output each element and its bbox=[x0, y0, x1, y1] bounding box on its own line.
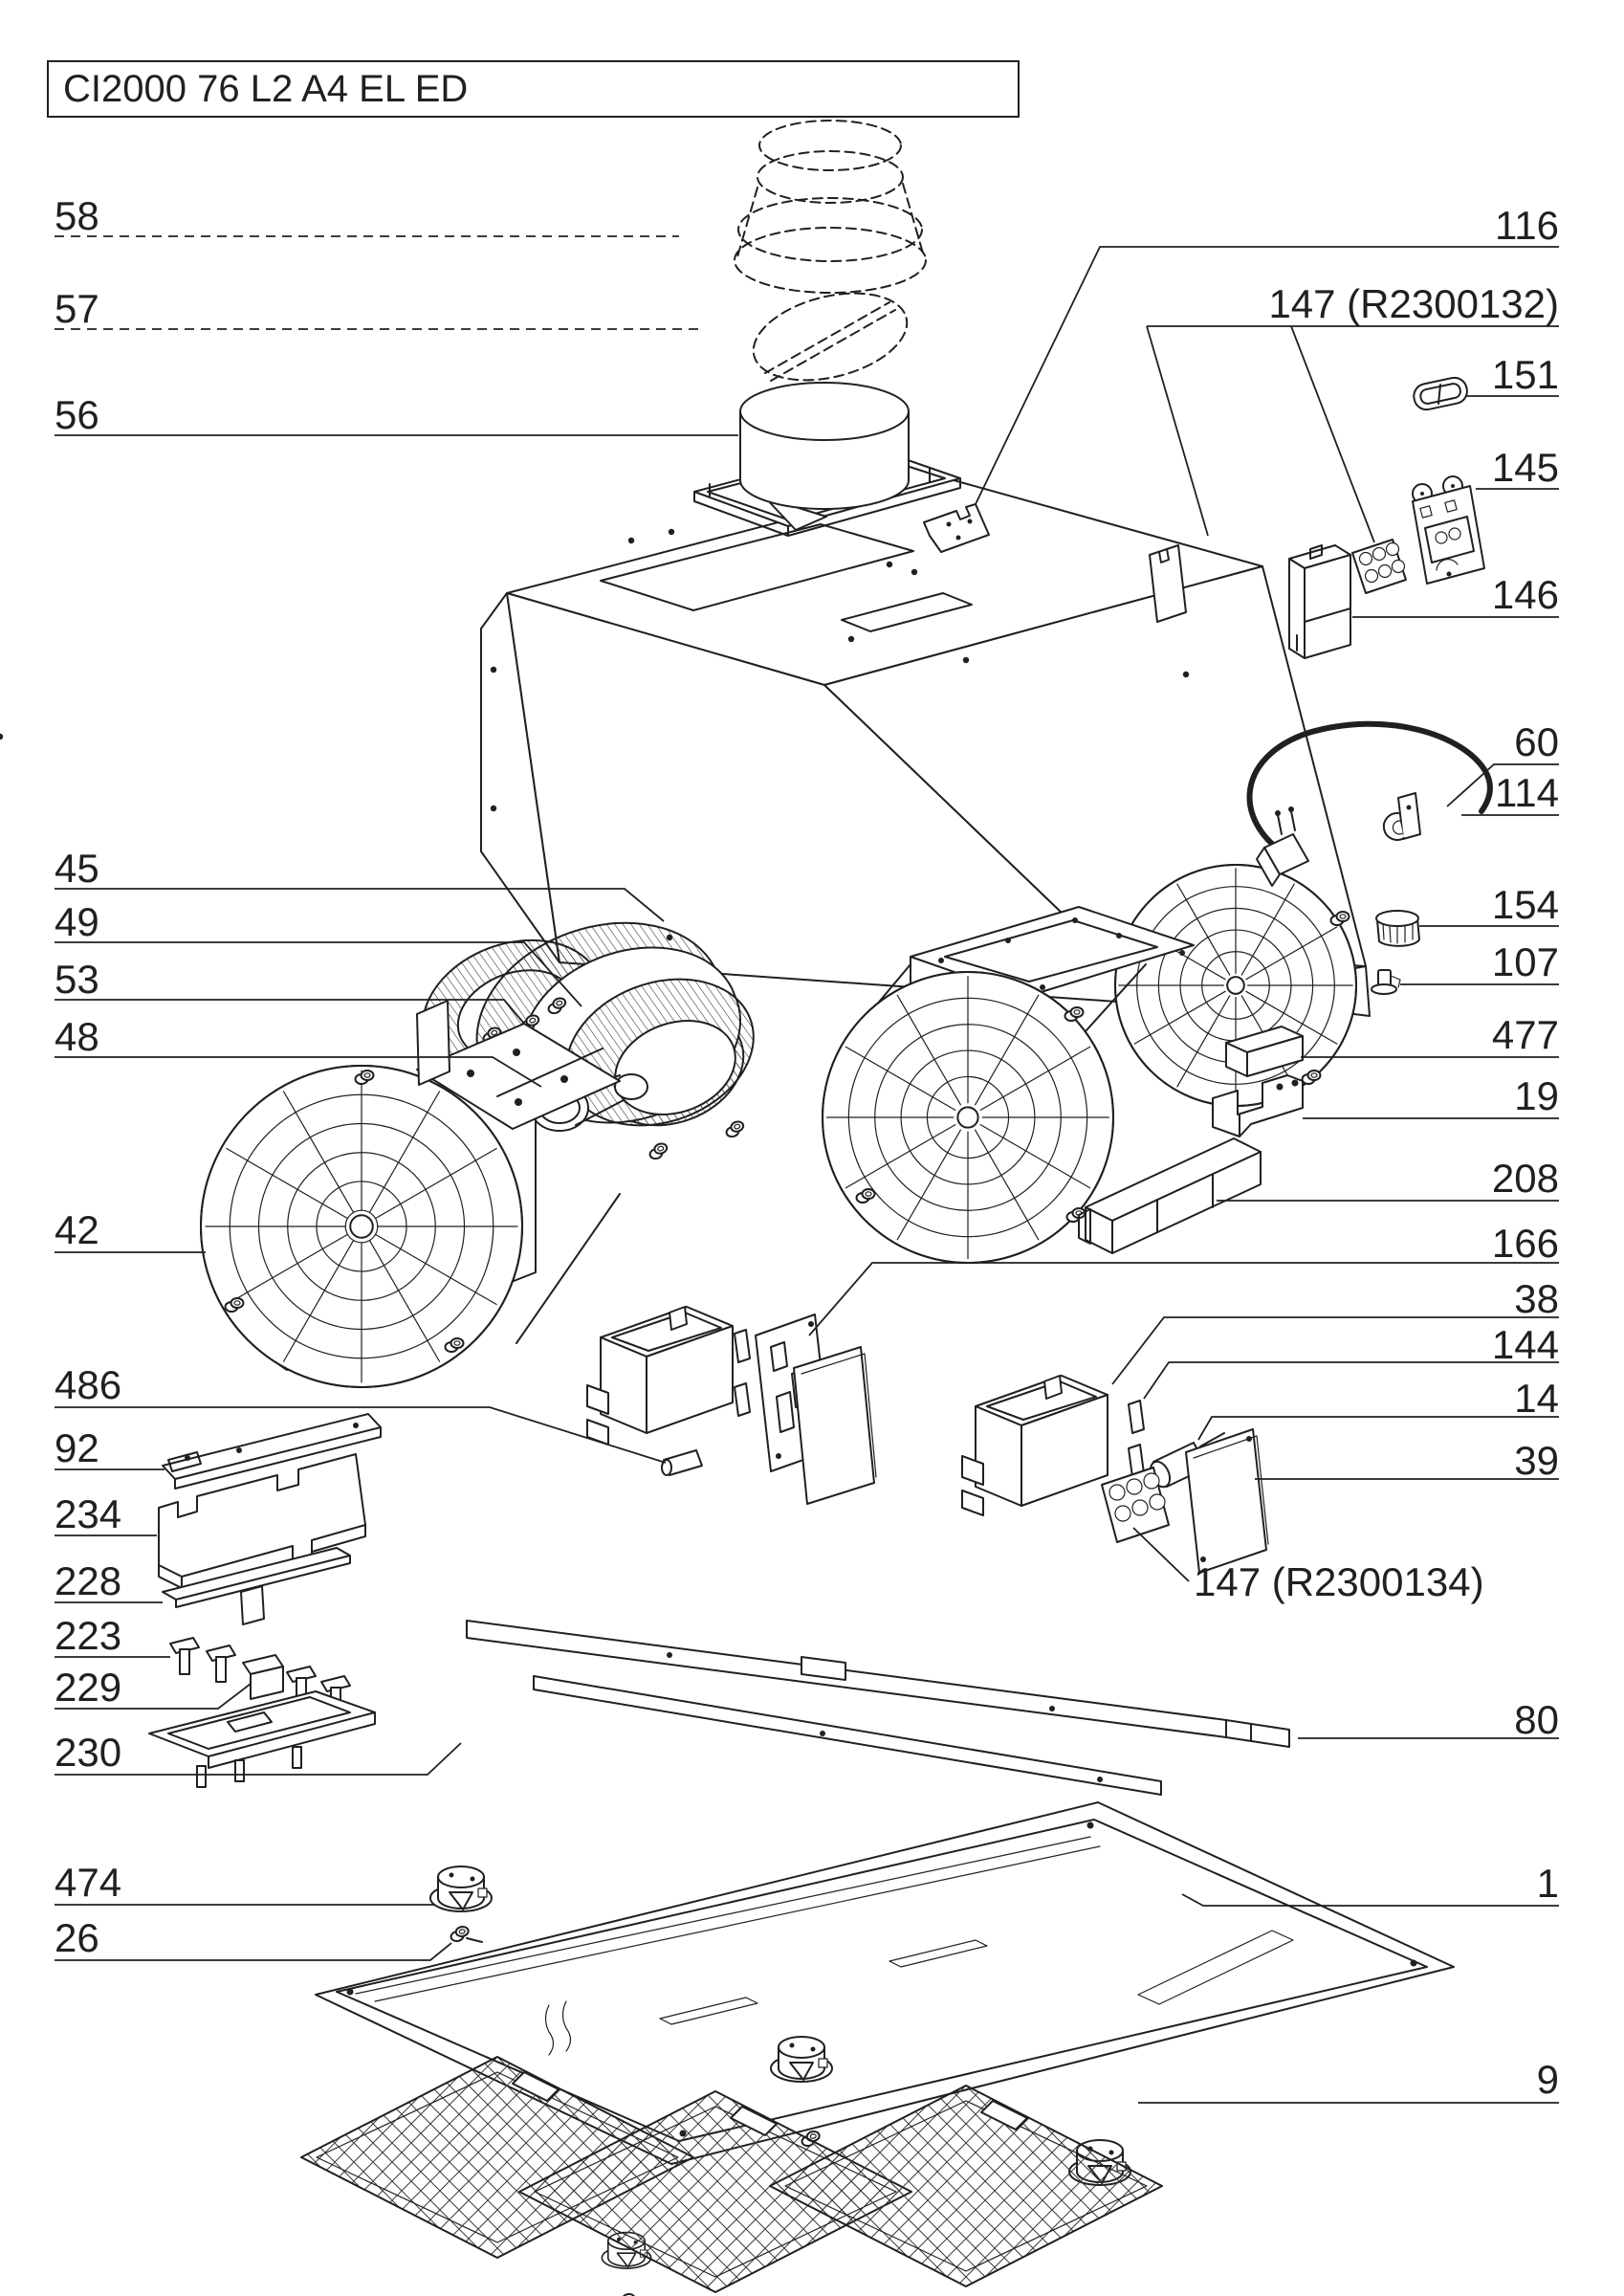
page-title: CI2000 76 L2 A4 EL ED bbox=[63, 68, 468, 110]
part-label-208: 208 bbox=[1492, 1156, 1559, 1201]
leader-line-116 bbox=[975, 246, 1559, 505]
part-label-144: 144 bbox=[1492, 1322, 1559, 1367]
leader-line-26 bbox=[55, 1942, 452, 1961]
part-label-145: 145 bbox=[1492, 445, 1559, 490]
part-label-486: 486 bbox=[55, 1362, 121, 1407]
part-label-60: 60 bbox=[1514, 719, 1559, 764]
leader-line-53 bbox=[55, 999, 526, 1026]
leader-line-166 bbox=[808, 1262, 1559, 1336]
front-right-blower-drawing bbox=[822, 963, 1147, 1264]
bracket-234-drawing bbox=[158, 1453, 366, 1589]
bracket-19-drawing bbox=[1212, 1074, 1304, 1137]
grommet-151-drawing bbox=[1413, 376, 1468, 411]
terminal-block-147-drawing bbox=[1351, 539, 1407, 594]
power-cord-60-drawing bbox=[1246, 720, 1493, 887]
part-label-38: 38 bbox=[1514, 1276, 1559, 1321]
part-label-107: 107 bbox=[1492, 939, 1559, 984]
lamp-knob-474-drawing bbox=[429, 1866, 493, 1912]
part-label-229: 229 bbox=[55, 1665, 121, 1710]
leader-line-147b bbox=[1132, 1527, 1190, 1582]
part-label-151: 151 bbox=[1492, 352, 1559, 397]
strip-228-drawing bbox=[162, 1547, 351, 1625]
part-label-154: 154 bbox=[1492, 882, 1559, 927]
control-switch-145-drawing bbox=[1412, 475, 1485, 585]
part-label-477: 477 bbox=[1492, 1012, 1559, 1057]
part-label-223: 223 bbox=[55, 1613, 121, 1658]
part-label-147a: 147 (R2300132) bbox=[1268, 281, 1559, 326]
screw-26-drawing bbox=[450, 1925, 483, 1943]
part-label-58: 58 bbox=[55, 193, 99, 238]
leader-line-14 bbox=[1197, 1416, 1559, 1441]
part-label-80: 80 bbox=[1514, 1697, 1559, 1742]
strain-ring-154-drawing bbox=[1375, 910, 1420, 947]
duct-reducer-drawing bbox=[734, 120, 927, 294]
part-label-56: 56 bbox=[55, 392, 99, 437]
part-label-53: 53 bbox=[55, 957, 99, 1002]
part-label-14: 14 bbox=[1514, 1376, 1559, 1421]
leader-line-147a bbox=[1290, 325, 1375, 543]
part-label-49: 49 bbox=[55, 899, 99, 944]
right-electronics-drawing bbox=[961, 1375, 1269, 1574]
leader-line-486 bbox=[55, 1406, 667, 1464]
leader-line-48 bbox=[55, 1056, 542, 1088]
strip-92-drawing bbox=[162, 1413, 382, 1490]
part-label-147b: 147 (R2300134) bbox=[1194, 1559, 1484, 1604]
part-labels-layer: 58 57 56 45 49 53 48 42 486 92 234 228 223 229 230 474 2… bbox=[55, 193, 1559, 2104]
part-label-166: 166 bbox=[1492, 1221, 1559, 1266]
outlet-spigot-drawing bbox=[693, 382, 961, 537]
part-label-48: 48 bbox=[55, 1014, 99, 1059]
part-label-9: 9 bbox=[1537, 2057, 1559, 2102]
leader-line-49 bbox=[55, 941, 582, 1007]
part-label-116: 116 bbox=[1495, 203, 1559, 248]
support-strip-80-drawing bbox=[466, 1620, 1290, 1796]
part-label-42: 42 bbox=[55, 1207, 99, 1252]
part-label-474: 474 bbox=[55, 1860, 121, 1905]
leader-line-229 bbox=[55, 1683, 252, 1710]
part-label-92: 92 bbox=[55, 1425, 99, 1470]
cable-hook-114-drawing bbox=[1382, 792, 1421, 841]
leader-line-230 bbox=[55, 1742, 462, 1776]
leader-line-45 bbox=[55, 888, 665, 922]
leader-line-60 bbox=[1446, 763, 1559, 807]
part-label-234: 234 bbox=[55, 1491, 121, 1536]
damper-flap-drawing bbox=[752, 292, 909, 382]
part-label-45: 45 bbox=[55, 846, 99, 891]
part-label-19: 19 bbox=[1514, 1073, 1559, 1118]
cover-477-drawing bbox=[1225, 1026, 1304, 1077]
center-electronics-drawing bbox=[586, 1306, 877, 1505]
spacer-bar-drawing bbox=[1149, 544, 1187, 623]
part-label-228: 228 bbox=[55, 1558, 121, 1603]
leader-line-1 bbox=[1181, 1893, 1559, 1907]
grease-filters-drawing bbox=[300, 2056, 1163, 2293]
title-box: CI2000 76 L2 A4 EL ED bbox=[47, 60, 1020, 118]
ballast-box-drawing bbox=[1078, 1137, 1262, 1254]
left-blower-drawing bbox=[200, 1000, 621, 1388]
part-label-114: 114 bbox=[1495, 770, 1559, 815]
slider-230-drawing bbox=[148, 1690, 376, 1788]
clamp-107-drawing bbox=[1371, 969, 1401, 995]
part-label-146: 146 bbox=[1492, 572, 1559, 617]
leader-line-38 bbox=[1111, 1316, 1559, 1385]
mounting-plate-drawing bbox=[923, 503, 990, 553]
part-label-39: 39 bbox=[1514, 1438, 1559, 1483]
part-label-230: 230 bbox=[55, 1730, 121, 1775]
leader-line-147a bbox=[1146, 325, 1209, 537]
part-label-26: 26 bbox=[55, 1915, 99, 1960]
leader-line-144 bbox=[1143, 1361, 1559, 1400]
part-label-57: 57 bbox=[55, 286, 99, 331]
relay-box-146-drawing bbox=[1288, 544, 1351, 659]
part-label-1: 1 bbox=[1537, 1861, 1559, 1906]
